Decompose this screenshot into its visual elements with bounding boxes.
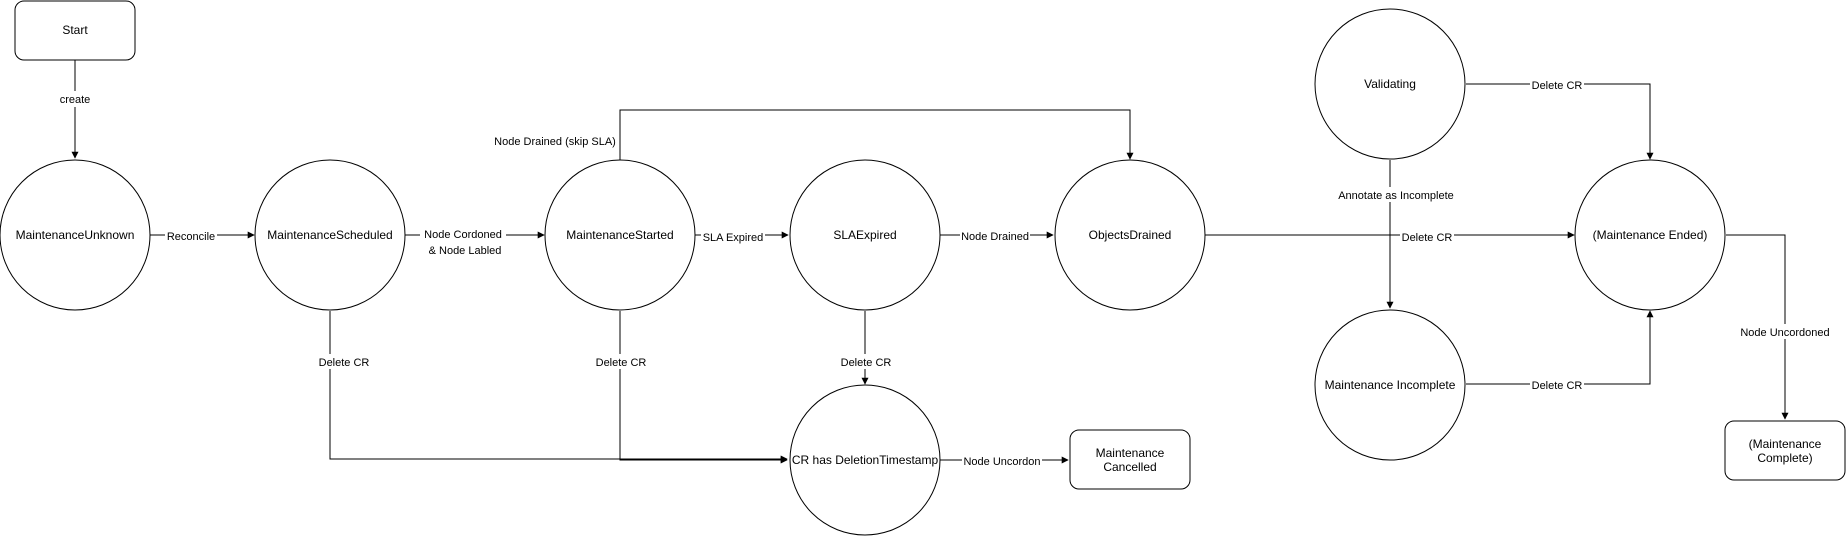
edge-label-node-drained: Node Drained: [960, 228, 1030, 243]
edge-labels: create Reconcile Node Cordoned & Node La…: [56, 78, 1832, 468]
node-maintenance-scheduled: MaintenanceScheduled: [254, 159, 406, 311]
edge-label-node-drained-text: Node Drained: [961, 231, 1029, 243]
edge-label-node-uncordoned-text: Node Uncordoned: [1740, 327, 1829, 339]
node-maintenance-ended: (Maintenance Ended): [1574, 159, 1726, 311]
edge-label-node-cordoned-line2: & Node Labled: [429, 245, 502, 257]
edge-label-delete-cr-started: Delete CR: [594, 354, 648, 369]
node-sla-expired: SLAExpired: [789, 159, 941, 311]
edge-label-node-drained-skip-sla: Node Drained (skip SLA): [492, 133, 618, 148]
edge-label-create-text: create: [60, 94, 91, 106]
edge-label-annotate-incomplete: Annotate as Incomplete: [1336, 187, 1456, 202]
node-maintenance-started: MaintenanceStarted: [544, 159, 696, 311]
edge-label-node-uncordon-text: Node Uncordon: [963, 456, 1040, 468]
node-maintenance-ended-label: (Maintenance Ended): [1593, 228, 1708, 242]
node-maintenance-cancelled-line1: Maintenance: [1096, 446, 1165, 460]
node-validating-label: Validating: [1364, 77, 1416, 91]
node-maintenance-complete-line2: Complete): [1757, 451, 1812, 465]
node-maintenance-unknown-label: MaintenanceUnknown: [16, 228, 135, 242]
edge-label-sla-expired: SLA Expired: [701, 229, 765, 244]
node-maintenance-scheduled-label: MaintenanceScheduled: [267, 228, 392, 242]
edge-label-delete-cr-scheduled: Delete CR: [317, 354, 371, 369]
node-cr-has-deletion-timestamp: CR has DeletionTimestamp: [789, 384, 941, 536]
node-start-label: Start: [62, 23, 88, 37]
edge-label-node-uncordon: Node Uncordon: [962, 453, 1042, 468]
node-maintenance-incomplete-label: Maintenance Incomplete: [1325, 378, 1456, 392]
node-objects-drained-label: ObjectsDrained: [1089, 228, 1172, 242]
node-objects-drained: ObjectsDrained: [1054, 159, 1206, 311]
edge-label-delete-cr-objects-drained-text: Delete CR: [1402, 232, 1453, 244]
edge-label-sla-expired-text: SLA Expired: [703, 232, 764, 244]
edge-validating-to-ended: [1466, 83, 1654, 160]
edge-label-node-drained-skip-sla-text: Node Drained (skip SLA): [494, 136, 616, 148]
edge-label-reconcile-text: Reconcile: [167, 231, 215, 243]
node-start: Start: [14, 0, 136, 61]
edge-scheduled-to-deletion: [329, 311, 788, 463]
edge-label-delete-cr-incomplete-text: Delete CR: [1532, 380, 1583, 392]
edge-incomplete-to-ended: [1466, 310, 1654, 385]
edge-label-node-cordoned-line1: Node Cordoned: [424, 229, 502, 241]
node-maintenance-unknown: MaintenanceUnknown: [0, 159, 151, 311]
edge-label-delete-cr-scheduled-text: Delete CR: [319, 357, 370, 369]
node-maintenance-cancelled-line2: Cancelled: [1103, 460, 1156, 474]
node-maintenance-complete-line1: (Maintenance: [1749, 437, 1822, 451]
edge-label-delete-cr-validating: Delete CR: [1530, 78, 1584, 92]
edge-label-annotate-incomplete-text: Annotate as Incomplete: [1338, 190, 1454, 202]
node-maintenance-incomplete: Maintenance Incomplete: [1314, 309, 1466, 461]
edge-label-delete-cr-validating-text: Delete CR: [1532, 80, 1583, 92]
edge-label-node-cordoned: Node Cordoned & Node Labled: [420, 227, 506, 257]
node-maintenance-complete: (Maintenance Complete): [1724, 420, 1846, 481]
node-cr-has-deletion-timestamp-label: CR has DeletionTimestamp: [792, 453, 939, 467]
node-sla-expired-label: SLAExpired: [833, 228, 896, 242]
edge-label-reconcile: Reconcile: [165, 228, 217, 243]
edge-label-delete-cr-sla-text: Delete CR: [841, 357, 892, 369]
edge-label-delete-cr-sla: Delete CR: [839, 354, 893, 369]
edge-label-node-uncordoned: Node Uncordoned: [1738, 324, 1832, 339]
edge-started-to-deletion: [619, 311, 788, 464]
node-maintenance-cancelled: Maintenance Cancelled: [1069, 429, 1191, 490]
edge-label-create: create: [56, 91, 94, 107]
edge-started-to-objects-drained: [619, 109, 1134, 160]
edge-label-delete-cr-incomplete: Delete CR: [1530, 378, 1584, 392]
edge-label-delete-cr-started-text: Delete CR: [596, 357, 647, 369]
node-validating: Validating: [1314, 8, 1466, 160]
edge-ended-to-complete: [1726, 234, 1789, 420]
node-maintenance-started-label: MaintenanceStarted: [566, 228, 673, 242]
edge-label-delete-cr-objects-drained: Delete CR: [1400, 229, 1454, 244]
